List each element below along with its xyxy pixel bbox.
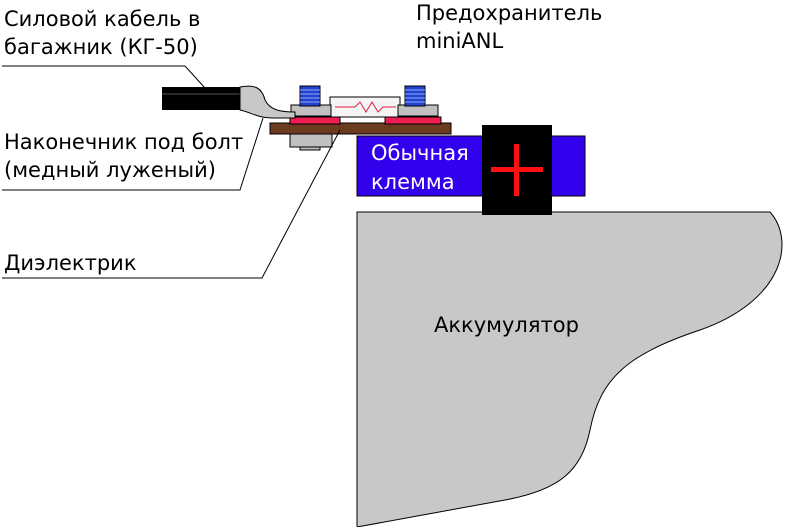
right-nut-top — [397, 104, 439, 117]
cable-label-line1: Силовой кабель в — [4, 7, 201, 31]
terminal-label-line1: Обычная — [371, 141, 469, 165]
fuse-pad-left — [289, 116, 341, 125]
left-nut-top — [290, 104, 332, 117]
battery-body — [356, 211, 783, 528]
cable-leader-line — [2, 65, 206, 89]
cable-label-line2: багажник (КГ-50) — [4, 35, 198, 59]
dielectric-label: Диэлектрик — [4, 251, 137, 275]
terminal-label-line2: клемма — [371, 170, 455, 194]
battery-label: Аккумулятор — [434, 313, 579, 337]
left-nut-bottom — [289, 133, 333, 148]
fuse-element-icon — [329, 96, 401, 118]
left-bolt-thread — [299, 85, 321, 107]
right-bolt-thread — [404, 85, 426, 107]
fuse-pad-right — [384, 116, 442, 125]
lug-label-line2: (медный луженый) — [4, 158, 216, 182]
plus-sign-icon — [491, 144, 543, 196]
fuse-label-line2: miniANL — [416, 29, 504, 53]
fuse-label-line1: Предохранитель — [416, 1, 603, 25]
lug-leader-line — [2, 117, 264, 191]
lug-label-line1: Наконечник под болт — [4, 130, 244, 154]
dielectric-leader-line — [2, 129, 341, 279]
power-cable — [162, 87, 247, 110]
cable-lug — [239, 85, 296, 119]
dielectric-plate — [269, 122, 452, 135]
